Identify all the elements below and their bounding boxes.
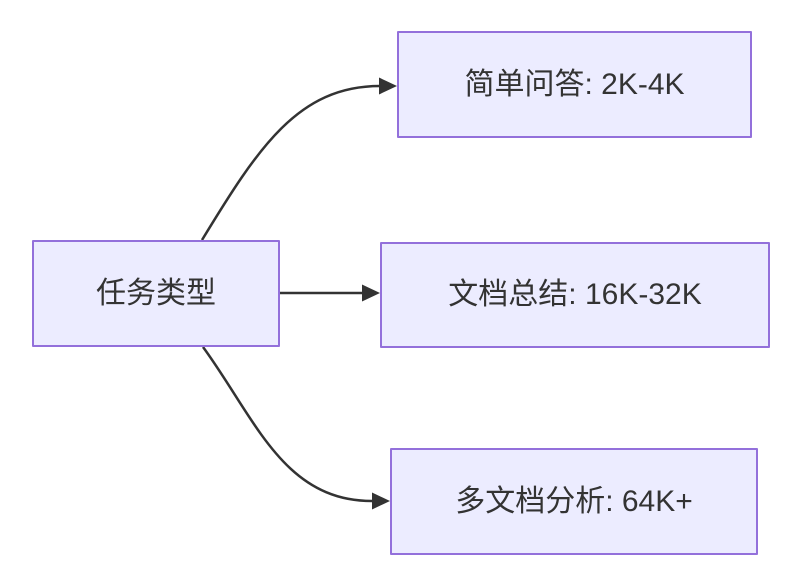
- node-doc-summary: 文档总结: 16K-32K: [380, 242, 770, 348]
- arrowhead-multi-doc-icon: [372, 492, 390, 510]
- edge-task-to-simple-qa: [200, 84, 381, 241]
- node-multi-doc: 多文档分析: 64K+: [390, 448, 758, 555]
- node-simple-qa: 简单问答: 2K-4K: [397, 31, 752, 138]
- arrowhead-simple-qa-icon: [379, 77, 397, 95]
- edge-task-to-multi-doc: [201, 346, 373, 503]
- arrowhead-doc-summary-icon: [362, 284, 380, 302]
- node-task-type: 任务类型: [32, 240, 280, 347]
